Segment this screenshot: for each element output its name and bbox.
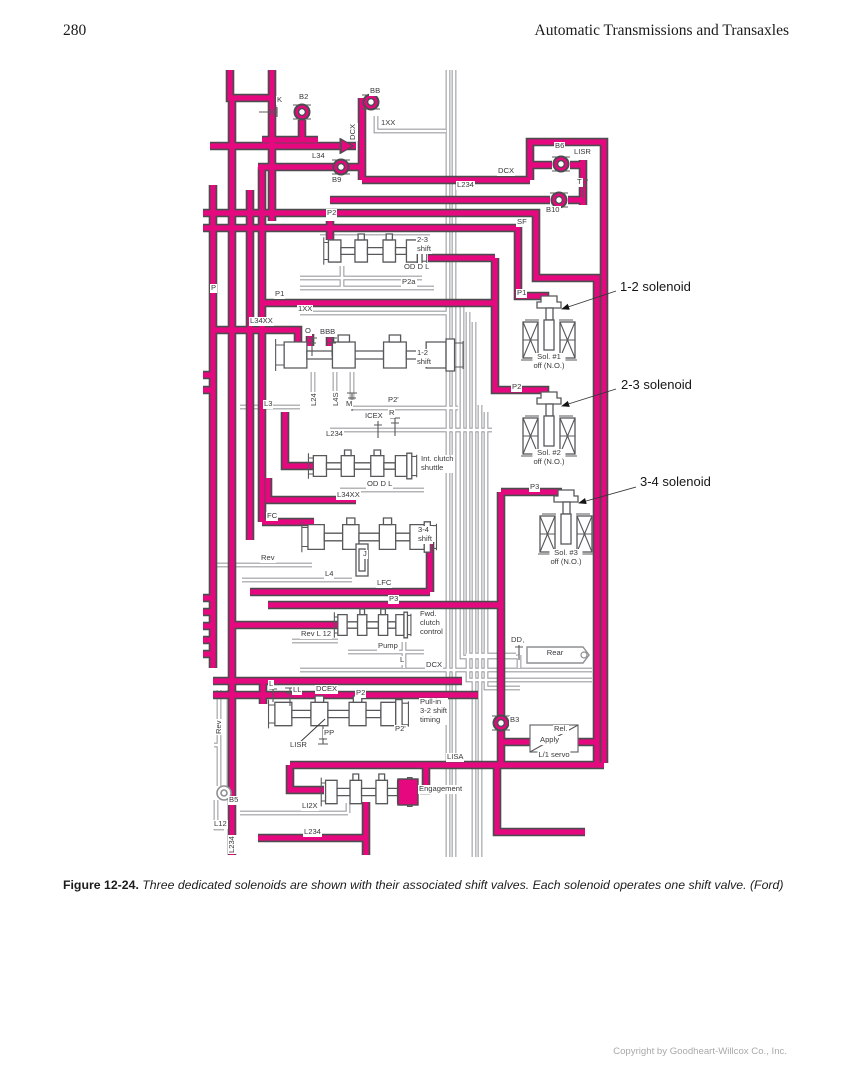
solenoid-3: [537, 489, 595, 555]
shift-valve-1-2: [274, 334, 465, 372]
check-ball-B6: [551, 155, 571, 173]
solenoid-1: [520, 295, 578, 361]
lisr-leader-line: [297, 718, 326, 745]
figure-caption-credit: (Ford): [746, 878, 784, 893]
check-ball-B3: [491, 714, 511, 732]
copyright-notice: Copyright by Goodheart-Willcox Co., Inc.: [613, 1046, 787, 1057]
check-ball-B2: [292, 103, 312, 121]
running-head: Automatic Transmissions and Transaxles: [534, 22, 789, 39]
check-ball-B10: [549, 191, 569, 209]
j-valve-symbol: [355, 543, 369, 577]
fitting-PP: [317, 725, 329, 745]
page-number: 280: [63, 22, 87, 39]
figure-caption-label: Figure 12-24.: [63, 878, 143, 893]
figure-caption-text: Three dedicated solenoids are shown with…: [142, 878, 747, 893]
shift-valve-2-3: [323, 233, 428, 266]
shift-valve-3-4: [301, 517, 438, 553]
fwd-clutch-control-valve: [333, 608, 412, 639]
callout-arrows: [561, 290, 637, 505]
fitting-arrow: [339, 137, 355, 155]
check-ball-B9: [331, 158, 351, 176]
figure-caption: Figure 12-24. Three dedicated solenoids …: [63, 878, 799, 892]
engagement-valve: [320, 773, 419, 807]
check-ball-BB: [361, 93, 381, 111]
l1-servo-symbol: [529, 724, 579, 753]
rear-lube-symbol: [526, 646, 590, 664]
int-clutch-shuttle-valve: [307, 449, 418, 480]
solenoid-2: [520, 391, 578, 457]
check-ball-B5: [216, 785, 232, 801]
fitting-R: [389, 417, 401, 437]
